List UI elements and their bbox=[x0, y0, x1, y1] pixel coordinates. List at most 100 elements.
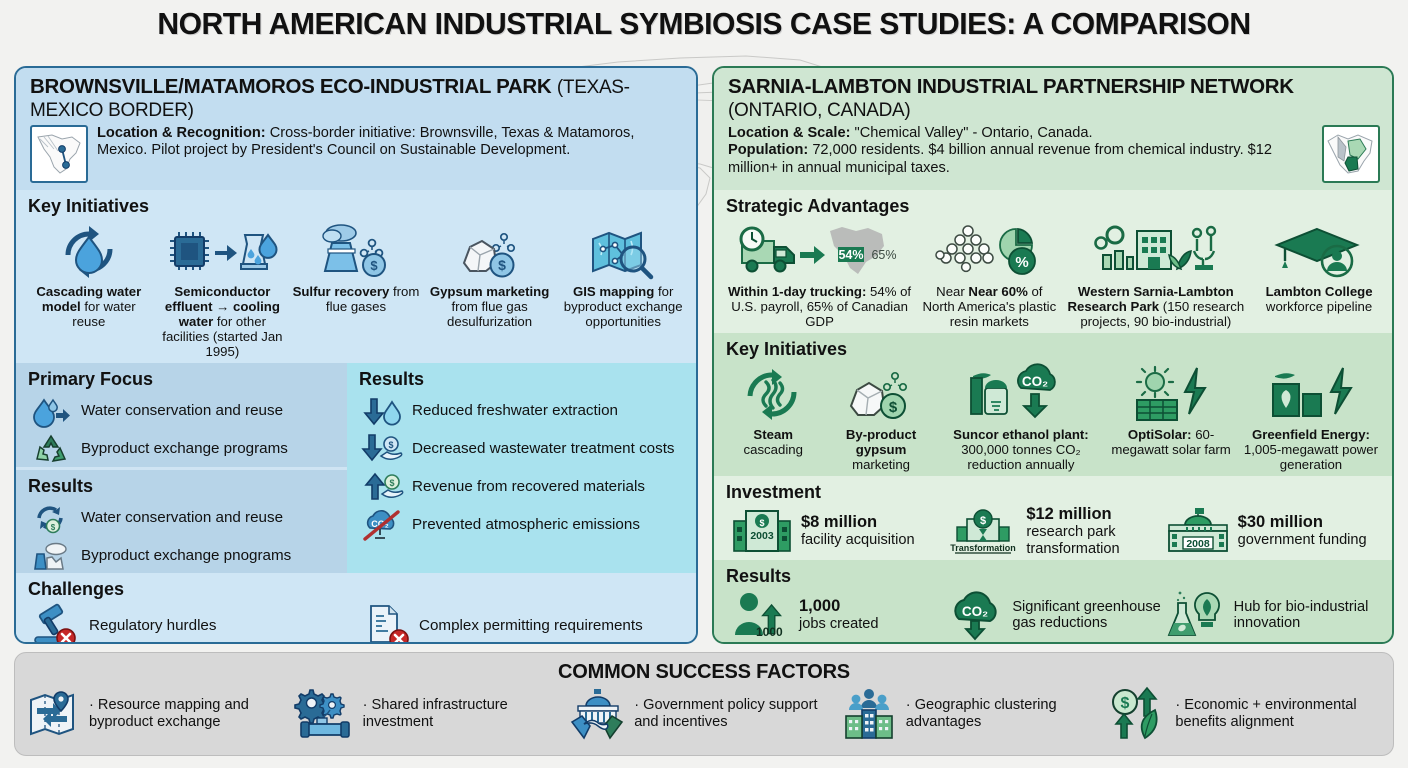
strategic-advantages-row: 54% 65% Within 1-day trucking: 54% of U.… bbox=[714, 219, 1392, 329]
factory-cloud-icon bbox=[30, 539, 72, 573]
right-panel-title: SARNIA-LAMBTON INDUSTRIAL PARTNERSHIP NE… bbox=[728, 75, 1380, 122]
list-item[interactable]: Byproduct exchange programs bbox=[24, 430, 339, 468]
list-item-label: Water conservation and reuse bbox=[81, 401, 284, 419]
investment-government-funding[interactable]: 2008 $30 million government funding bbox=[1165, 507, 1382, 555]
right-results-row: 1000 1,000 jobs created CO₂ Significant … bbox=[714, 589, 1392, 641]
list-item-label: Revenue from recovered materials bbox=[412, 477, 645, 495]
investment-badge-label: Transformation bbox=[951, 543, 1017, 553]
result-greenhouse-gas[interactable]: CO₂ Significant greenhouse gas reduction… bbox=[947, 589, 1164, 641]
svg-text:$: $ bbox=[498, 257, 506, 273]
result-badge: 1000 bbox=[756, 625, 783, 639]
svg-text:$: $ bbox=[370, 258, 378, 273]
investment-research-park-transformation[interactable]: $ Transformation $12 million research pa… bbox=[947, 505, 1164, 557]
challenge-regulatory-hurdles[interactable]: Regulatory hurdles bbox=[32, 603, 362, 642]
advantage-research-park[interactable]: Western Sarnia-Lambton Research Park (15… bbox=[1060, 219, 1253, 329]
list-item-label: Prevented atmospheric emissions bbox=[412, 515, 640, 533]
list-item-label: Byproduct exchange programs bbox=[81, 439, 288, 457]
factor-resource-mapping[interactable]: · Resource mapping and byproduct exchang… bbox=[25, 688, 297, 740]
research-park-lab-building-icon bbox=[1081, 219, 1231, 281]
result-desc: jobs created bbox=[799, 616, 879, 633]
left-results-heading: Results bbox=[28, 476, 94, 497]
advantage-caption: Within 1-day trucking: 54% of U.S. payro… bbox=[720, 284, 919, 329]
advantage-plastic-resin[interactable]: % Near Near 60% of North America's plast… bbox=[919, 219, 1059, 329]
down-arrow-money-hand-icon: $ bbox=[361, 432, 403, 466]
green-initiative-caption: Steam cascading bbox=[720, 427, 826, 457]
left-panel-header: BROWNSVILLE/MATAMOROS ECO-INDUSTRIAL PAR… bbox=[16, 68, 696, 190]
graduation-cap-person-icon bbox=[1271, 219, 1367, 281]
caption-rest: for other facilities (started Jan 1995) bbox=[162, 314, 283, 360]
factor-label: · Resource mapping and byproduct exchang… bbox=[89, 697, 249, 730]
factor-label: · Geographic clustering advantages bbox=[905, 697, 1057, 730]
gavel-blocked-icon bbox=[32, 603, 82, 642]
advantage-caption: Near Near 60% of North America's plastic… bbox=[919, 284, 1059, 329]
caption-rest: of North America's plastic resin markets bbox=[922, 283, 1057, 329]
list-item[interactable]: Reduced freshwater extraction bbox=[355, 392, 688, 430]
initiative-cascading-water[interactable]: Cascading water model for water reuse bbox=[22, 219, 156, 329]
map-pin-exchange-icon bbox=[25, 688, 81, 740]
solar-panel-sun-bolt-icon bbox=[1123, 362, 1219, 424]
gypsum-rock-dollar-icon: $ bbox=[450, 219, 530, 281]
footer-items-row: · Resource mapping and byproduct exchang… bbox=[15, 684, 1393, 740]
list-item[interactable]: Byproduct exchange pnograms bbox=[24, 537, 339, 575]
investment-desc: government funding bbox=[1237, 532, 1367, 549]
green-initiative-caption: Greenfield Energy: 1,005-megawatt power … bbox=[1236, 427, 1386, 472]
green-initiative-caption: OptiSolar: 60-megawatt solar farm bbox=[1106, 427, 1236, 457]
result-amount: 1,000 bbox=[799, 597, 841, 616]
advantage-one-day-trucking[interactable]: 54% 65% Within 1-day trucking: 54% of U.… bbox=[720, 219, 919, 329]
caption-rest: 60-megawatt solar farm bbox=[1111, 427, 1231, 458]
svg-text:$: $ bbox=[1121, 695, 1130, 712]
green-initiative-gypsum[interactable]: $ By-product gypsum marketing bbox=[826, 362, 935, 472]
list-item[interactable]: $ Decreased wastewater treatment costs bbox=[355, 430, 688, 468]
initiative-caption: Gypsum marketing from flue gas desulfuri… bbox=[423, 284, 557, 329]
caption-rest: marketing bbox=[852, 457, 910, 473]
initiative-gypsum-marketing[interactable]: $ Gypsum marketing from flue gas desulfu… bbox=[423, 219, 557, 329]
factor-economic-environmental[interactable]: $ · Economic + environmental benefits al… bbox=[1111, 686, 1383, 740]
initiative-semiconductor-effluent[interactable]: Semiconductor effluent → cooling water f… bbox=[156, 219, 290, 359]
strategic-advantages-section: Strategic Advantages 54% bbox=[714, 189, 1392, 334]
right-results-section: Results 1000 1,000 jobs created bbox=[714, 560, 1392, 642]
result-jobs-created[interactable]: 1000 1,000 jobs created bbox=[730, 591, 947, 639]
gypsum-rock-dollar-green-icon: $ bbox=[841, 362, 921, 424]
initiative-sulfur-recovery[interactable]: $ Sulfur recovery from flue gases bbox=[289, 219, 423, 314]
left-results-right-section: Results Reduced freshwater extraction bbox=[347, 363, 696, 574]
steam-cascade-arrows-icon bbox=[740, 362, 806, 424]
footer-title: COMMON SUCCESS FACTORS bbox=[558, 661, 850, 683]
initiative-gis-mapping[interactable]: GIS mapping for byproduct exchange oppor… bbox=[556, 219, 690, 329]
factor-government-policy[interactable]: · Government policy support and incentiv… bbox=[568, 688, 840, 740]
list-item[interactable]: CO₂ Prevented atmospheric emissions bbox=[355, 506, 688, 544]
brownsville-matamoros-panel: BROWNSVILLE/MATAMOROS ECO-INDUSTRIAL PAR… bbox=[14, 66, 698, 644]
svg-text:65%: 65% bbox=[871, 248, 896, 262]
factor-shared-infrastructure[interactable]: · Shared infrastructure investment bbox=[293, 688, 569, 740]
investment-facility-acquisition[interactable]: $ 2003 $8 million facility acquisition bbox=[730, 507, 947, 555]
left-results-right-heading: Results bbox=[359, 369, 425, 390]
svg-text:$: $ bbox=[388, 440, 393, 450]
challenges-section: Challenges Regulatory hurdles bbox=[16, 573, 696, 642]
caption-rest: cascading bbox=[743, 442, 803, 458]
common-success-factors-panel: COMMON SUCCESS FACTORS · Resource mappin… bbox=[14, 652, 1394, 756]
person-jobs-up-arrow-icon: 1000 bbox=[730, 591, 792, 639]
caption-rest: workforce pipeline bbox=[1265, 298, 1373, 314]
result-bio-industrial-hub[interactable]: Hub for bio-industrial innovation bbox=[1165, 589, 1382, 641]
svg-text:54%: 54% bbox=[838, 248, 863, 262]
svg-text:$: $ bbox=[51, 523, 56, 532]
green-initiative-steam-cascading[interactable]: Steam cascading bbox=[720, 362, 826, 457]
green-initiative-optisolar[interactable]: OptiSolar: 60-megawatt solar farm bbox=[1106, 362, 1236, 457]
caption-rest: 54% of U.S. payroll, 65% of Canadian GDP bbox=[731, 283, 912, 329]
mexico-texas-map-icon bbox=[30, 124, 88, 183]
investment-heading: Investment bbox=[726, 482, 822, 503]
factor-geographic-clustering[interactable]: · Geographic clustering advantages bbox=[840, 688, 1112, 740]
advantage-caption: Lambton College workforce pipeline bbox=[1252, 284, 1386, 314]
green-initiative-greenfield-energy[interactable]: Greenfield Energy: 1,005-megawatt power … bbox=[1236, 362, 1386, 472]
list-item[interactable]: Water conservation and reuse bbox=[24, 392, 339, 430]
advantage-lambton-college[interactable]: Lambton College workforce pipeline bbox=[1252, 219, 1386, 314]
green-initiative-suncor-ethanol[interactable]: CO₂ Suncor ethanol plant: 300,000 tonnes… bbox=[936, 362, 1107, 472]
result-desc: Significant greenhouse gas reductions bbox=[1012, 598, 1161, 632]
facility-building-2003-icon: $ 2003 bbox=[730, 507, 794, 555]
left-panel-title: BROWNSVILLE/MATAMOROS ECO-INDUSTRIAL PAR… bbox=[30, 75, 684, 122]
smokestack-sulfur-dollar-icon: $ bbox=[316, 219, 396, 281]
list-item[interactable]: $ Revenue from recovered materials bbox=[355, 468, 688, 506]
challenge-complex-permitting[interactable]: Complex permitting requirements bbox=[362, 602, 686, 642]
strategic-advantages-heading: Strategic Advantages bbox=[726, 195, 910, 216]
right-header-label-2: Population: bbox=[728, 142, 809, 159]
list-item[interactable]: $ Water conservation and reuse bbox=[24, 499, 339, 537]
